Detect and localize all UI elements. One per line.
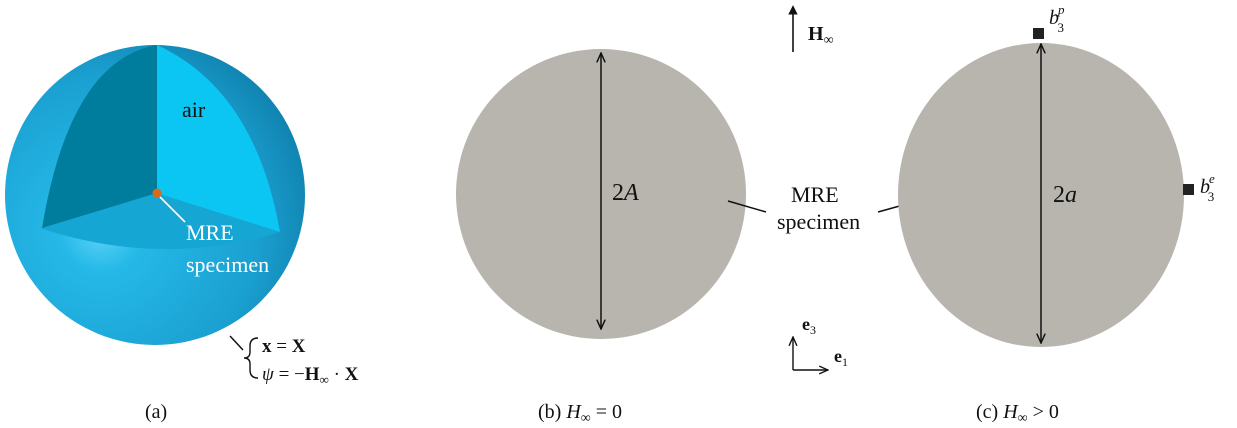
dimension-label-b: 2A	[612, 180, 639, 206]
bc-leader	[229, 335, 244, 351]
specimen-leader-a	[159, 196, 186, 223]
specimen-dot	[152, 188, 162, 198]
caption-a: (a)	[145, 401, 167, 423]
axis-e1-label: e1	[834, 346, 848, 369]
bc-line-2: ψ = −H∞ · X	[262, 364, 359, 387]
axis-e3-label: e3	[802, 314, 816, 337]
cutaway-face-dark	[42, 45, 157, 228]
specimen-leader-b	[727, 200, 767, 213]
panel-a: air MRE specimen x = X ψ = −H∞ · X (a)	[5, 45, 359, 423]
specimen-label-a-line2: specimen	[186, 252, 269, 277]
point-marker-p	[1033, 28, 1044, 39]
bc-line-1: x = X	[262, 336, 306, 357]
cutaway-floor	[40, 193, 280, 250]
caption-b: (b) H∞ = 0	[538, 401, 622, 426]
specimen-label-a-line1: MRE	[186, 220, 234, 245]
point-marker-e	[1183, 184, 1194, 195]
field-label: H∞	[808, 23, 834, 48]
bc-brace	[243, 337, 259, 379]
dimension-label-c: 2a	[1053, 182, 1077, 208]
shared-annotations: MRE specimen e3 e1	[727, 182, 915, 370]
cutaway-face-light	[157, 45, 280, 232]
caption-c: (c) H∞ > 0	[976, 401, 1059, 426]
specimen-label-shared-line1: MRE	[791, 182, 839, 207]
specimen-label-shared-line2: specimen	[777, 209, 860, 234]
air-label: air	[182, 97, 206, 122]
panel-b: 2A H∞ (b) H∞ = 0	[456, 5, 834, 426]
